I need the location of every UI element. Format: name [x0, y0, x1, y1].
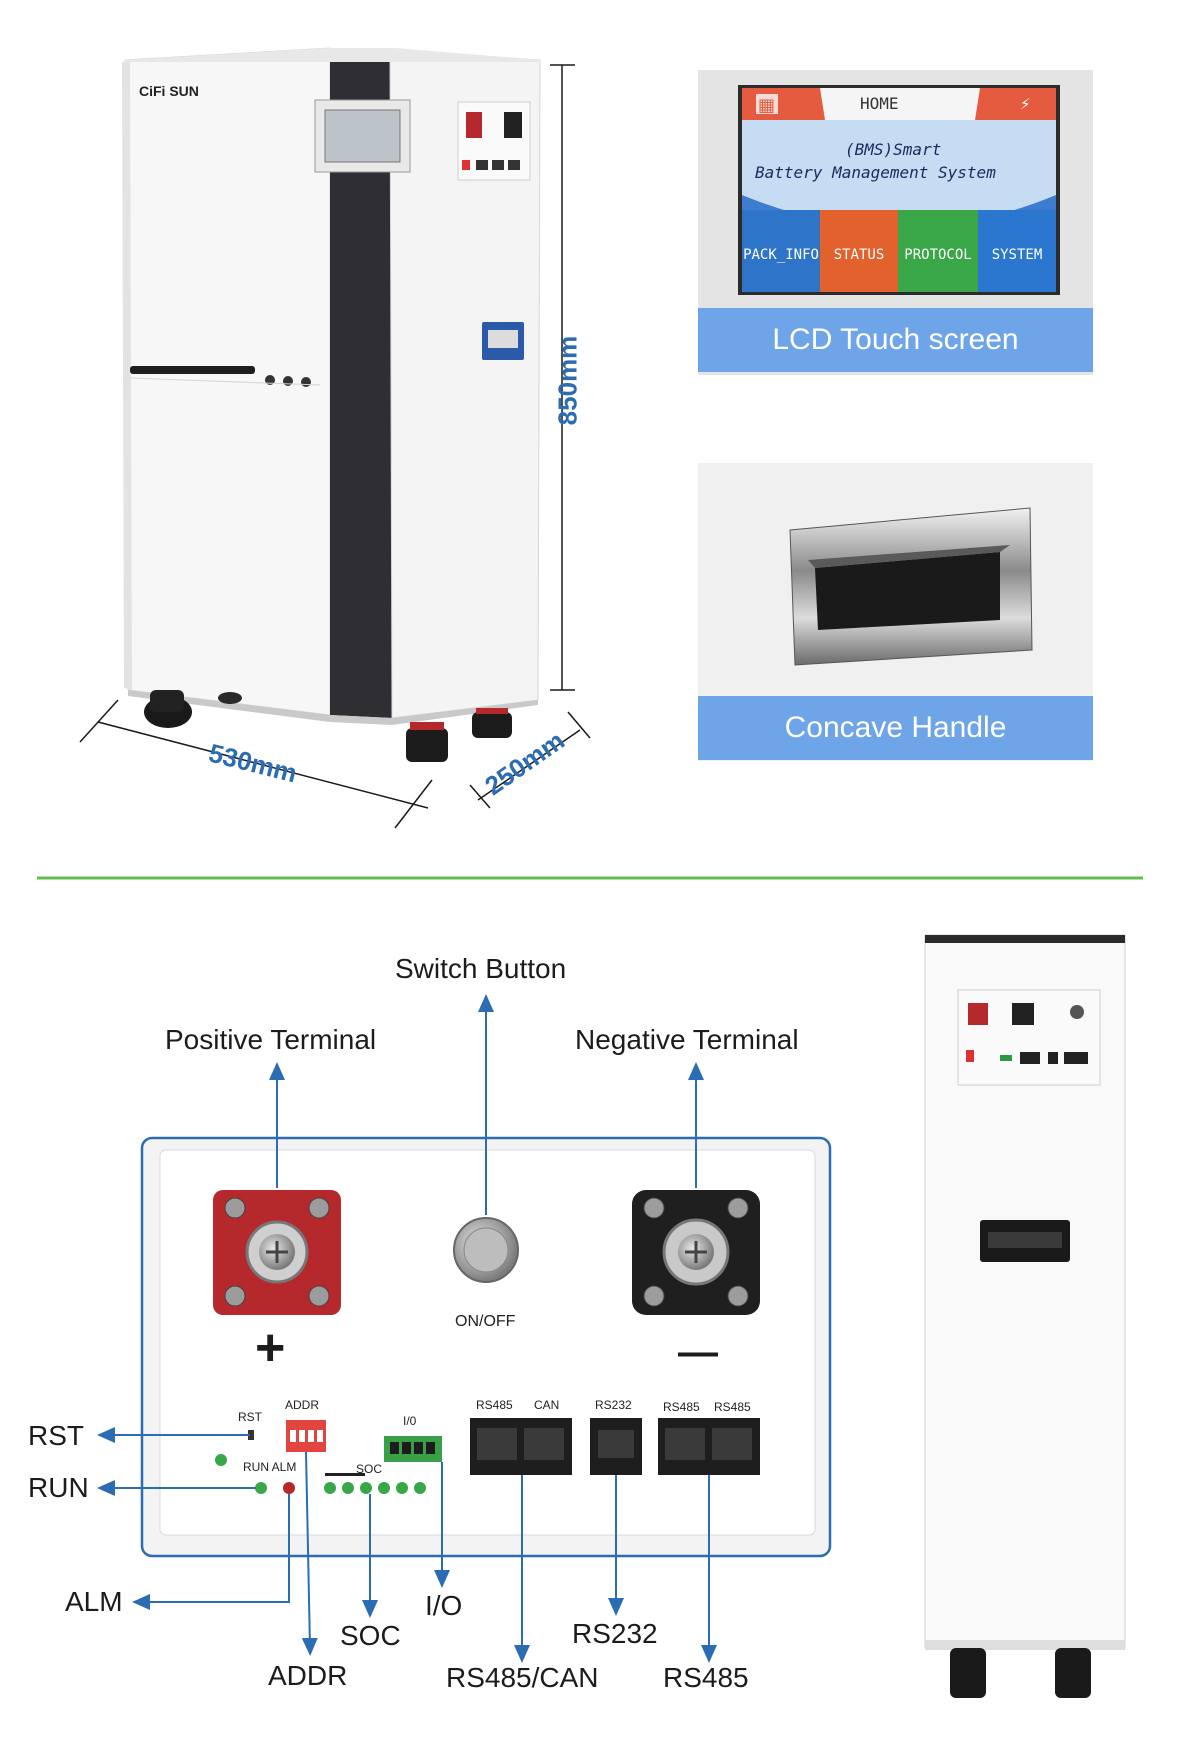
rs485-can-small-label-a: RS485: [476, 1398, 513, 1412]
on-off-label: ON/OFF: [455, 1313, 516, 1330]
lcd-button-pack-info[interactable]: PACK_INFO: [743, 247, 819, 263]
rs232-callout: RS232: [572, 1618, 658, 1649]
battery-cabinet: [122, 47, 541, 762]
height-dimension: 850mm: [552, 335, 583, 426]
rs485-callout: RS485: [663, 1662, 749, 1693]
addr-callout: ADDR: [268, 1660, 348, 1691]
dimension-lines: [79, 64, 591, 829]
lcd-menu-icon: ▦: [758, 95, 776, 115]
addr-small-label: ADDR: [285, 1398, 320, 1412]
rs485-small-label-b: RS485: [714, 1400, 751, 1414]
lcd-power-icon: ⚡: [1020, 96, 1031, 113]
rst-small-label: RST: [238, 1410, 262, 1424]
plus-sign: +: [255, 1319, 286, 1377]
switch-button-label: Switch Button: [395, 953, 567, 984]
rs485-can-small-label-b: CAN: [534, 1398, 560, 1412]
lcd-caption: LCD Touch screen: [698, 308, 1093, 372]
alm-callout: ALM: [65, 1586, 123, 1617]
soc-small-label: SOC: [356, 1462, 383, 1476]
positive-terminal-label: Positive Terminal: [165, 1024, 377, 1055]
rs232-small-label: RS232: [595, 1398, 632, 1412]
lcd-button-system[interactable]: SYSTEM: [991, 247, 1043, 263]
rs485-small-label-a: RS485: [663, 1400, 700, 1414]
io-callout: I/O: [425, 1590, 463, 1621]
lcd-button-status[interactable]: STATUS: [833, 247, 885, 263]
lcd-button-protocol[interactable]: PROTOCOL: [904, 247, 972, 263]
front-panel: [140, 1136, 832, 1558]
negative-terminal-label: Negative Terminal: [575, 1024, 799, 1055]
lcd-title-line2: Battery Management System: [755, 163, 996, 182]
run-callout: RUN: [28, 1472, 89, 1503]
rst-callout: RST: [28, 1420, 84, 1451]
lcd-title-line1: (BMS)Smart: [845, 140, 942, 159]
rs485-can-callout: RS485/CAN: [446, 1662, 599, 1693]
brand-logo: CiFi SUN: [139, 83, 199, 99]
run-alm-small-label: RUN ALM: [243, 1460, 297, 1474]
callout-arrows: [97, 994, 717, 1663]
lcd-header: HOME: [860, 94, 899, 113]
io-small-label: I/0: [403, 1414, 417, 1428]
cabinet-side-view: [924, 934, 1126, 1698]
minus-sign: —: [678, 1330, 718, 1374]
handle-caption: Concave Handle: [698, 696, 1093, 760]
soc-callout: SOC: [340, 1620, 401, 1651]
